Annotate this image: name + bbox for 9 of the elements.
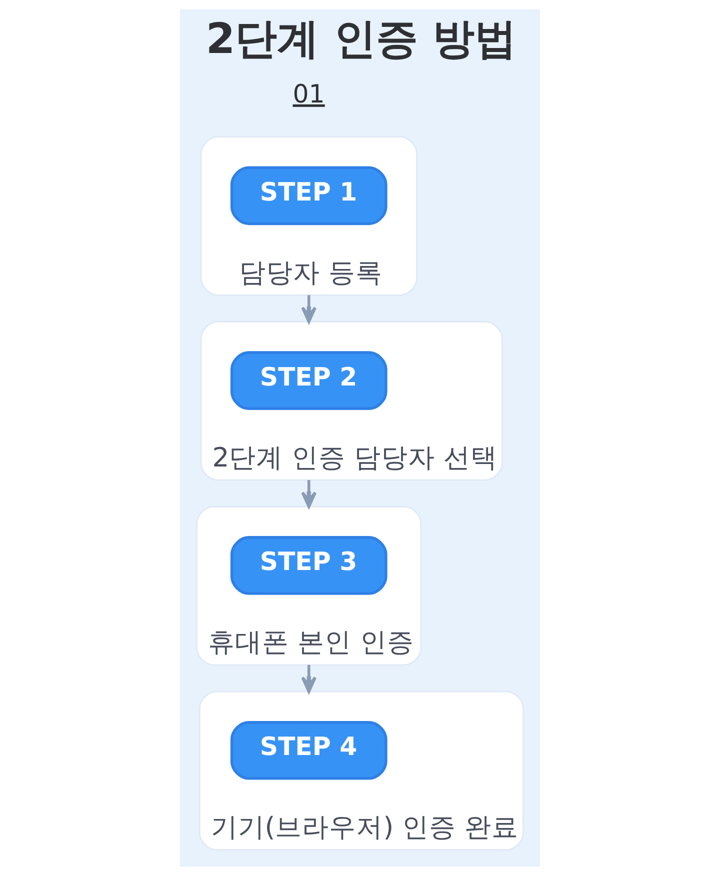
- node-box: STEP 2: [230, 350, 388, 410]
- diagram-title: 2단계 인증 방법: [206, 13, 516, 62]
- arrow: [301, 480, 317, 508]
- arrow: [301, 664, 317, 692]
- node-box: STEP 4: [230, 720, 388, 780]
- label: 01: [292, 78, 325, 108]
- arrow: [301, 294, 317, 323]
- node-box: STEP 1: [230, 166, 388, 225]
- node-box: STEP 3: [230, 536, 388, 594]
